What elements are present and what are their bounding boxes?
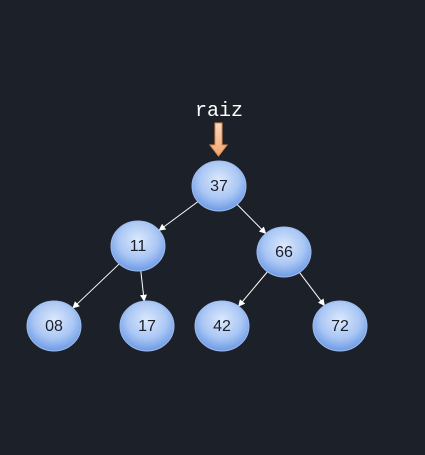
tree-node-11: 11	[110, 220, 166, 272]
tree-edge-37-11	[158, 201, 199, 231]
tree-edge-66-72	[299, 272, 325, 307]
node-value-66: 66	[275, 244, 293, 261]
nodes-layer: 37 11 66 08 17 42	[26, 160, 368, 352]
edges-layer	[72, 201, 325, 309]
root-label: raiz	[195, 100, 243, 123]
tree-node-08: 08	[26, 300, 82, 352]
tree-edge-11-17	[140, 270, 147, 302]
tree-node-42: 42	[194, 300, 250, 352]
node-value-37: 37	[210, 178, 228, 195]
tree-node-17: 17	[119, 300, 175, 352]
node-value-72: 72	[331, 318, 349, 335]
node-value-08: 08	[45, 318, 63, 335]
tree-node-66: 66	[256, 226, 312, 278]
root-pointer-arrow-icon	[208, 122, 229, 157]
tree-node-72: 72	[312, 300, 368, 352]
tree-edge-37-66	[236, 204, 267, 235]
tree-edge-66-42	[238, 271, 268, 307]
tree-edge-11-08	[72, 263, 120, 309]
node-value-11: 11	[130, 238, 147, 255]
node-value-42: 42	[213, 318, 231, 335]
tree-node-37: 37	[191, 160, 247, 212]
node-value-17: 17	[138, 318, 156, 335]
